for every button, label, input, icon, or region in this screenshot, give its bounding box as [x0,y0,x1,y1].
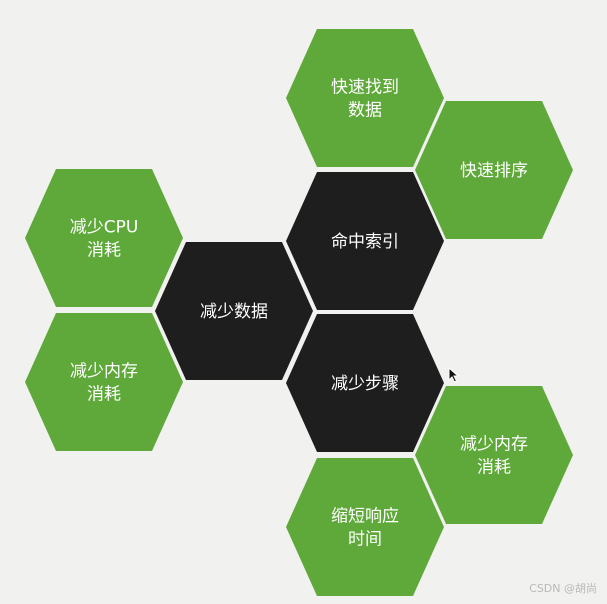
hexagon-shape [25,169,183,307]
hexagon-shape [155,242,313,380]
hexagon-reduce-data: 减少数据 [155,242,313,380]
hexagon-label: 减少CPU [70,218,139,238]
hexagon-label: 消耗 [87,385,121,405]
hexagon-label: 快速排序 [460,161,528,181]
hexagon-shape [286,458,444,596]
hexagon-fast-sort: 快速排序 [415,101,573,239]
hexagon-label: 快速找到 [331,78,399,98]
hexagon-shape [25,313,183,451]
mouse-cursor-icon [448,366,460,387]
hexagon-shape [286,29,444,167]
hexagon-label: 减少内存 [460,435,528,455]
hexagon-label: 消耗 [87,241,121,261]
hexagon-label: 数据 [348,101,382,121]
hexagon-reduce-cpu: 减少CPU 消耗 [25,169,183,307]
hexagon-shape [286,172,444,310]
hexagon-reduce-steps: 减少步骤 [286,314,444,452]
hexagon-label: 消耗 [477,458,511,478]
watermark: CSDN @胡尚 [529,582,597,595]
hexagon-label: 时间 [348,530,382,550]
hexagon-label: 减少数据 [200,302,268,322]
hexagon-label: 缩短响应 [331,507,399,527]
hexagon-label: 减少步骤 [331,374,399,394]
hexagon-label: 减少内存 [70,362,138,382]
hexagon-label: 命中索引 [331,232,399,252]
hexagon-shape [286,314,444,452]
hexagon-shape [415,101,573,239]
hexagon-hit-index: 命中索引 [286,172,444,310]
hexagon-shape [415,386,573,524]
